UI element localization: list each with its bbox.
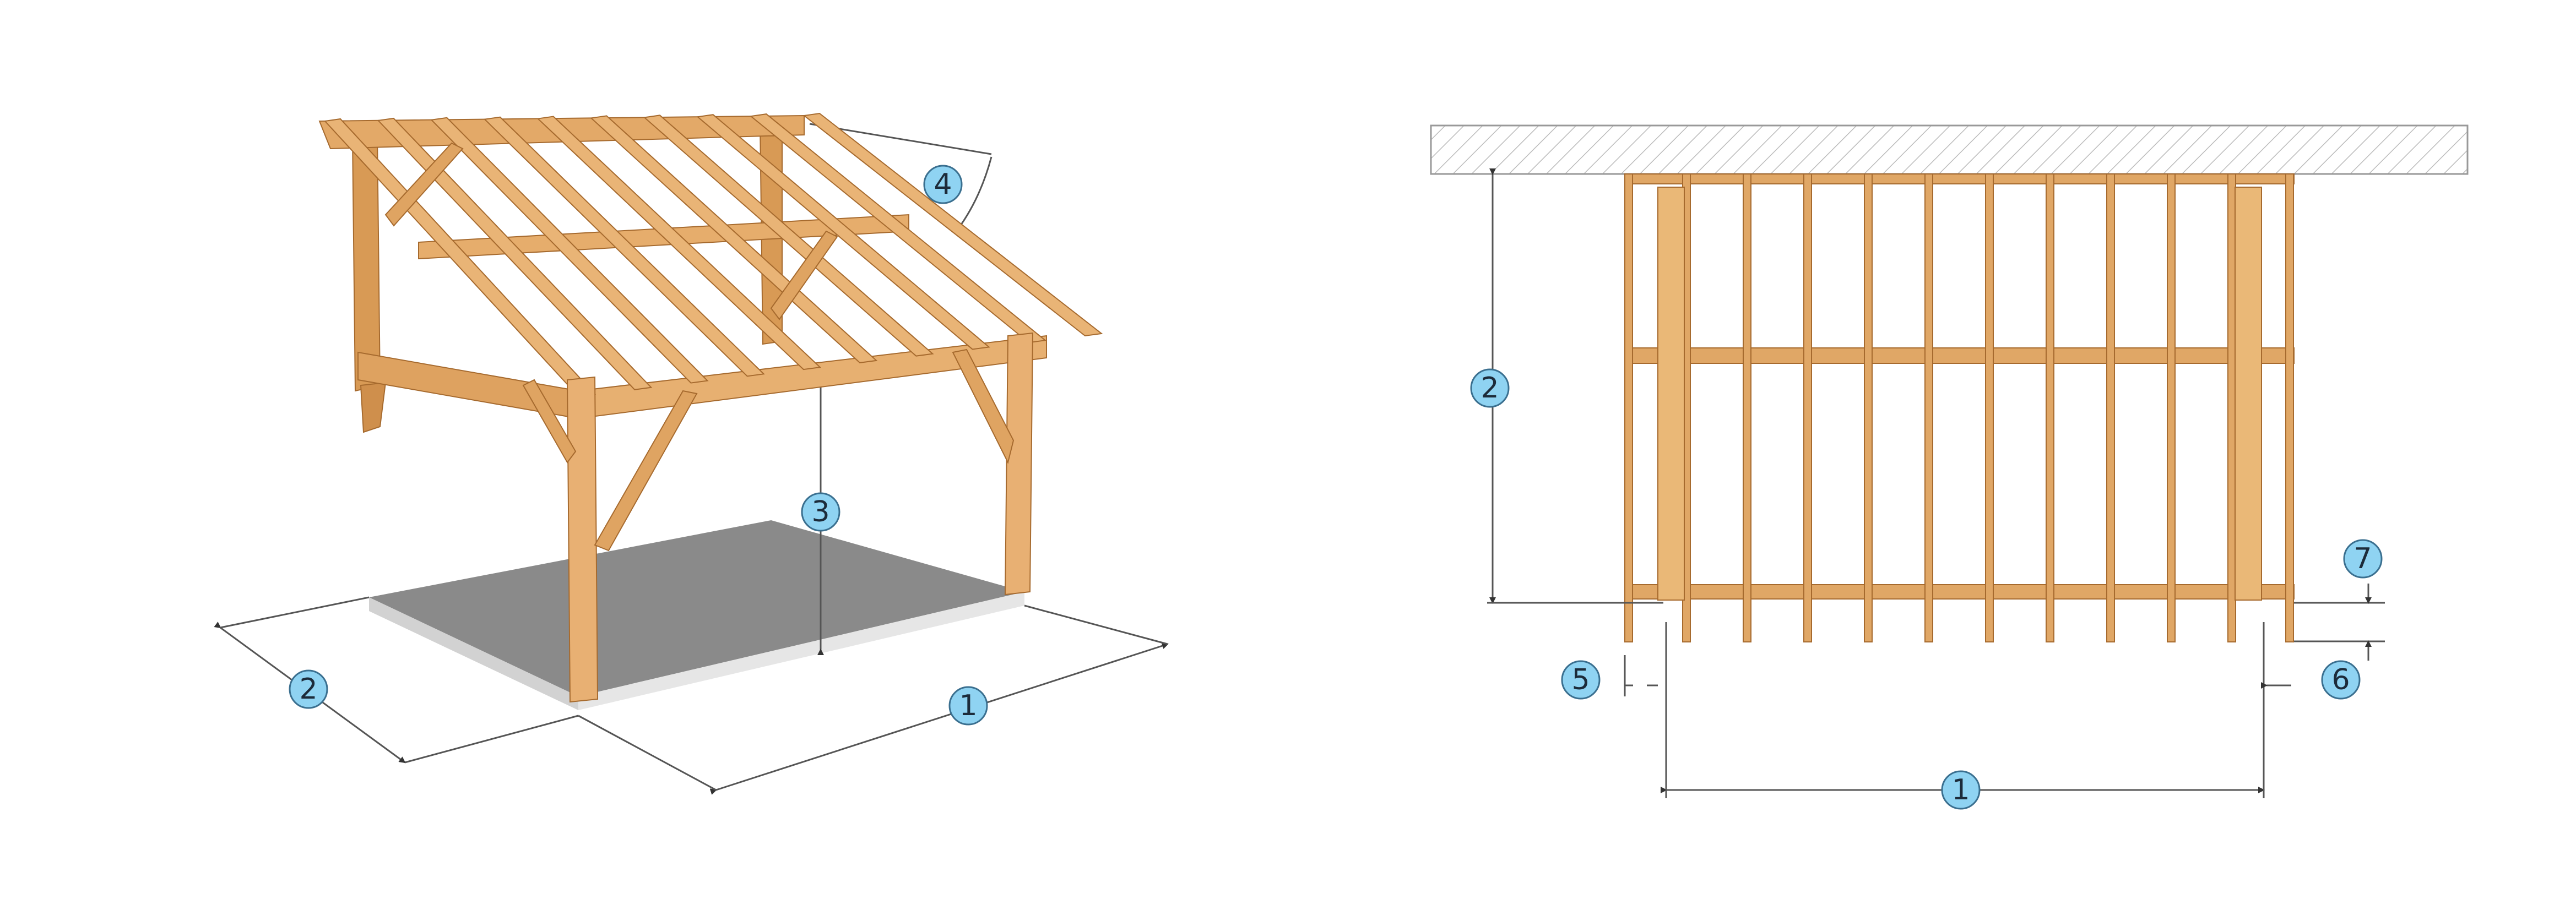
front-callout-6-label: 6 (2331, 663, 2350, 696)
stud (2227, 173, 2236, 642)
iso-callout-1-label: 1 (959, 689, 977, 722)
front-rails (1624, 173, 2295, 600)
iso-callout-4: 4 (923, 165, 963, 204)
front-callout-7-label: 7 (2353, 542, 2372, 575)
stud (1924, 173, 1933, 642)
rafter (430, 117, 709, 384)
iso-callout-2-label: 2 (299, 673, 317, 706)
iso-callout-2: 2 (289, 669, 328, 709)
front-end-posts (1657, 187, 2262, 601)
stud (1985, 173, 1994, 642)
rafter (643, 115, 934, 357)
stud (2167, 173, 2176, 642)
concrete-slab (369, 520, 1024, 710)
rafters (323, 112, 1103, 397)
rafter (749, 113, 1047, 344)
stud (2285, 173, 2294, 642)
stud (2106, 173, 2115, 642)
front-callout-5-label: 5 (1571, 663, 1590, 696)
front-callout-7: 7 (2343, 539, 2383, 579)
stud (2046, 173, 2054, 642)
rafter (590, 115, 878, 363)
wall-hatched (1430, 124, 2469, 175)
front-posts (384, 142, 1034, 703)
rafter (536, 116, 822, 370)
front-view: 1 2 5 6 7 (1430, 124, 2469, 810)
iso-callout-1: 1 (948, 686, 988, 726)
front-callout-1: 1 (1941, 770, 1981, 810)
stud (1624, 173, 1633, 642)
iso-callout-3-label: 3 (811, 495, 829, 528)
front-callout-2: 2 (1470, 368, 1510, 408)
front-callout-5: 5 (1561, 660, 1601, 700)
front-callout-1-label: 1 (1951, 773, 1970, 807)
front-callout-6: 6 (2321, 660, 2361, 700)
front-callout-2-label: 2 (1480, 372, 1499, 405)
stud (1743, 173, 1751, 642)
iso-callout-4-label: 4 (934, 168, 952, 201)
isometric-view: 1 2 3 4 (214, 112, 1169, 795)
rafter (696, 114, 990, 350)
rafter (802, 112, 1103, 337)
rafter (377, 117, 653, 390)
rafter (483, 116, 765, 377)
front-studs (1624, 173, 2294, 642)
iso-callout-3: 3 (801, 492, 840, 532)
stud (1864, 173, 1873, 642)
stud (1803, 173, 1812, 642)
